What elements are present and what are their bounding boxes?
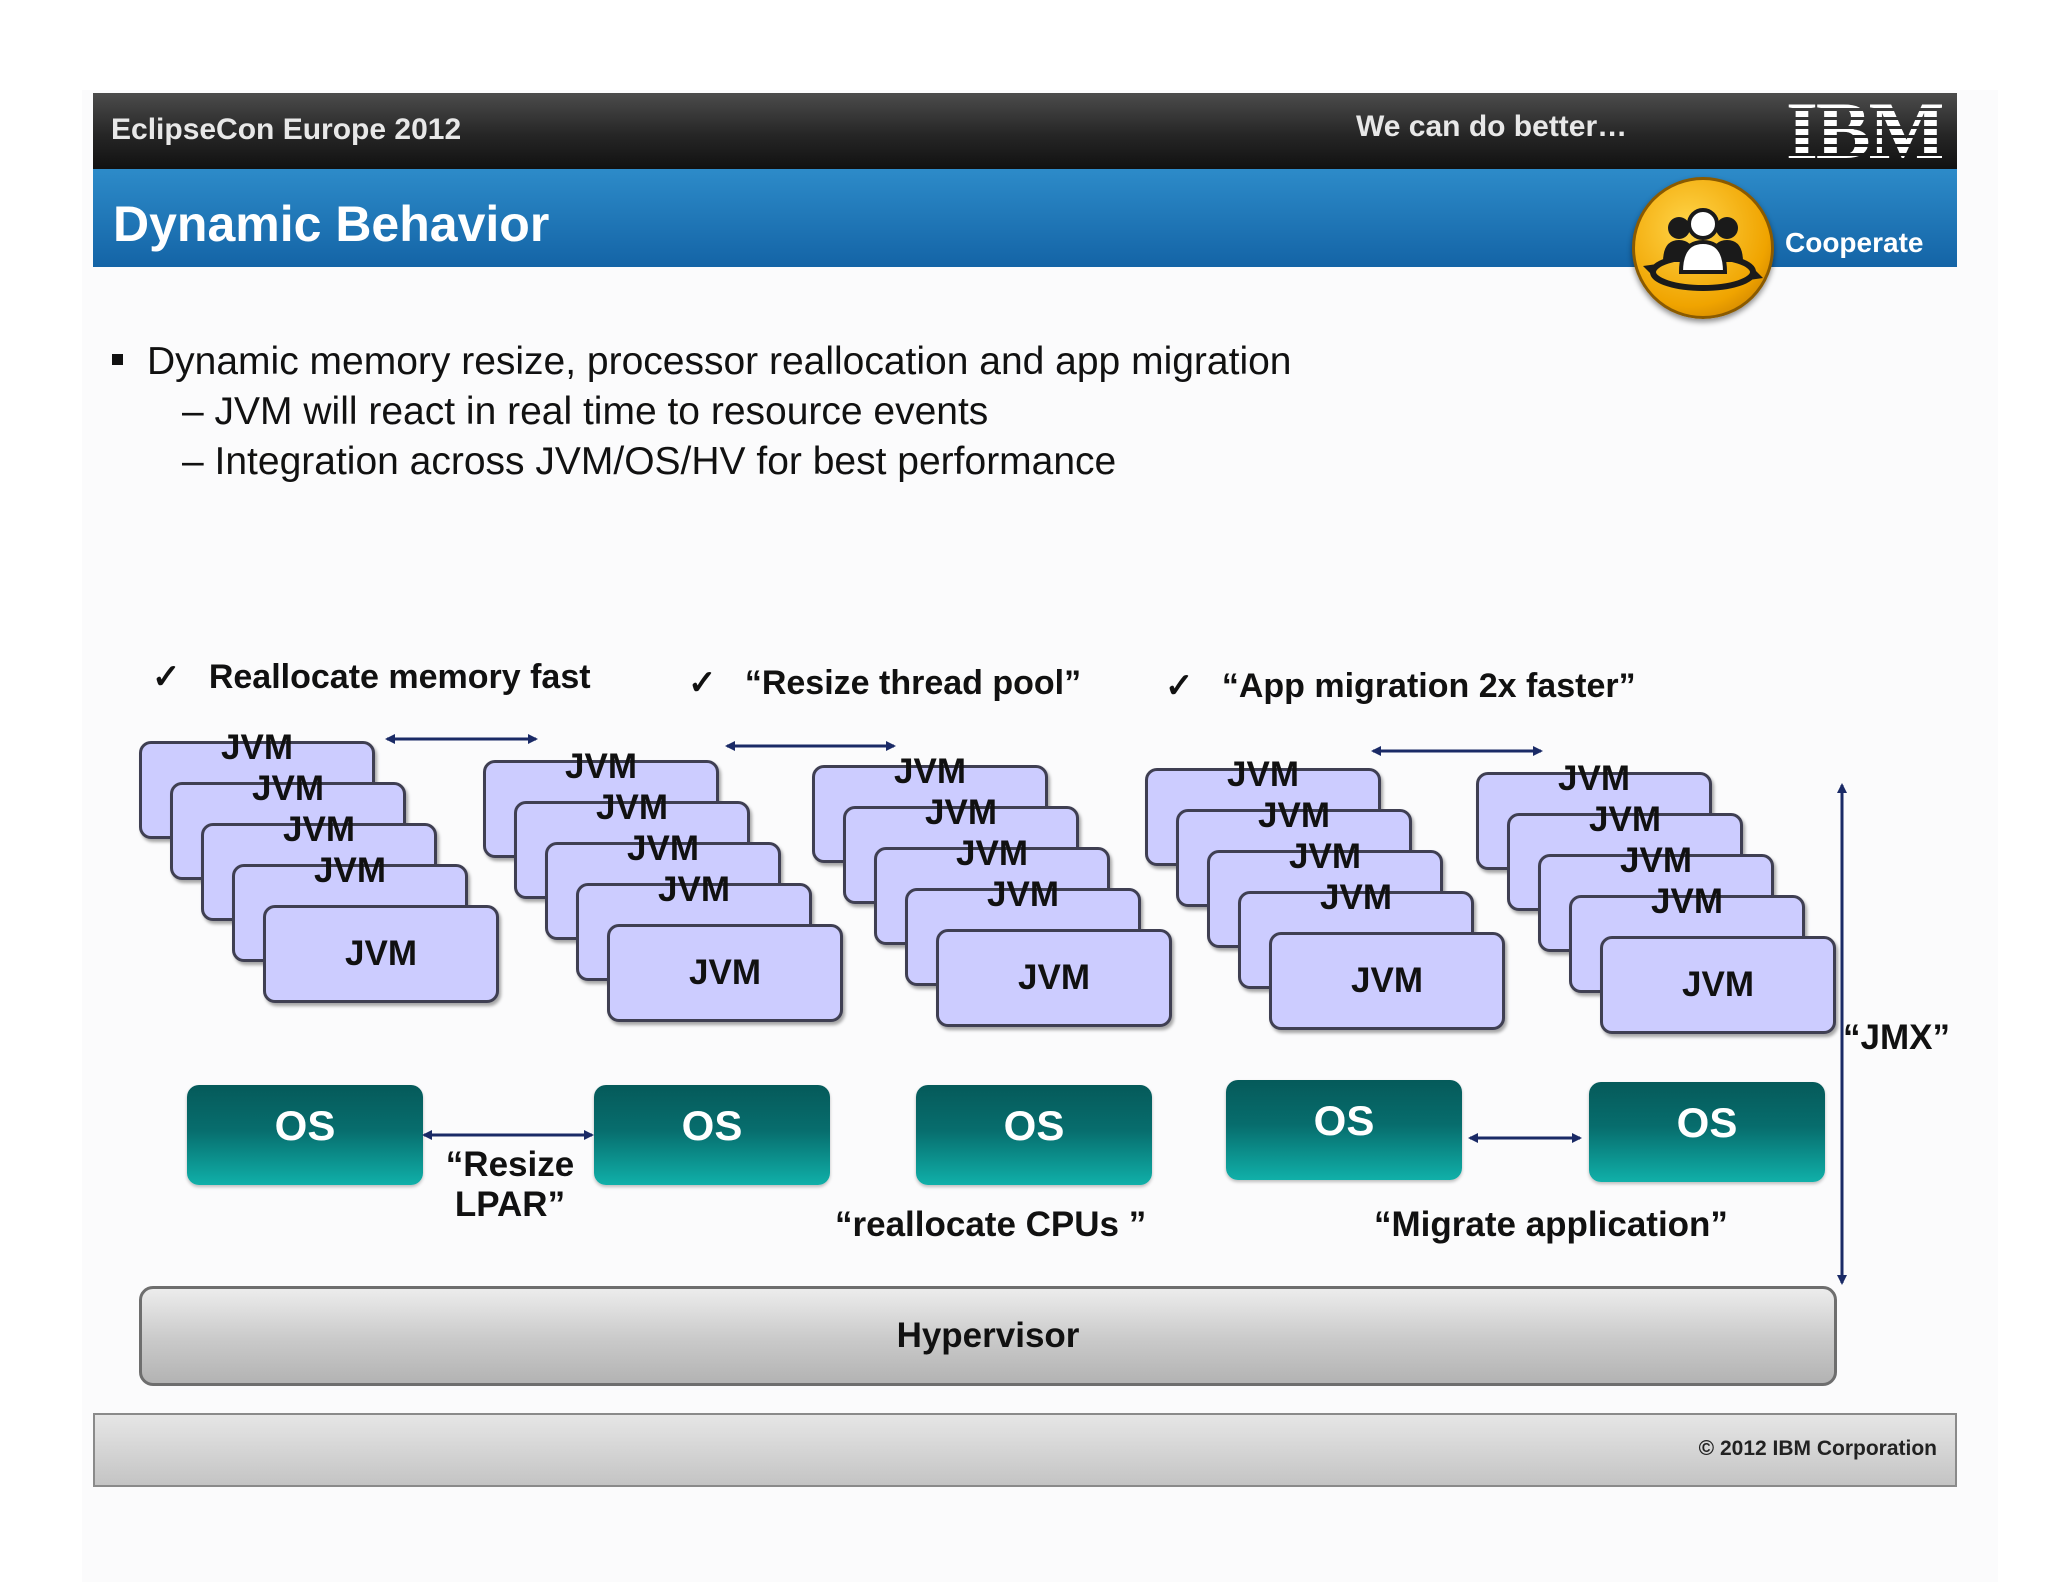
checkmark-icon: ✓ [688, 664, 717, 702]
people-group-icon [1632, 177, 1774, 319]
jmx-label: “JMX” [1843, 1018, 1950, 1057]
check-item-1: ✓ Reallocate memory fast [152, 657, 591, 697]
jvm-box-stack-4-5: JVM [1269, 932, 1505, 1030]
resize-lpar-line-1: “Resize [445, 1145, 575, 1184]
os-box-4: OS [1226, 1080, 1462, 1180]
bullet-sub-2: – Integration across JVM/OS/HV for best … [182, 440, 1117, 483]
bullet-sub-1: – JVM will react in real time to resourc… [182, 390, 989, 433]
resize-lpar-line-2: LPAR” [454, 1185, 566, 1224]
footer-bar: © 2012 IBM Corporation [93, 1413, 1957, 1487]
check-item-2: ✓ “Resize thread pool” [688, 663, 1081, 703]
checkmark-icon: ✓ [152, 658, 181, 696]
os-box-5: OS [1589, 1082, 1825, 1182]
jvm-label: JVM [658, 870, 730, 909]
jvm-box-stack-2-5: JVM [607, 924, 843, 1022]
jvm-label: JVM [987, 875, 1059, 914]
check-item-3-text: “App migration 2x faster” [1221, 667, 1636, 705]
os-box-1: OS [187, 1085, 423, 1185]
bullet-sub-1-text: JVM will react in real time to resource … [214, 390, 989, 433]
jvm-label: JVM [925, 793, 997, 832]
copyright: © 2012 IBM Corporation [1698, 1437, 1937, 1460]
reallocate-cpus-label: “reallocate CPUs ” [835, 1205, 1147, 1244]
header-bar: EclipseCon Europe 2012 We can do better…… [93, 85, 1957, 176]
ibm-logo: IBM [1786, 85, 1946, 176]
jvm-label: JVM [1018, 958, 1090, 997]
resize-lpar-label: “Resize LPAR” [440, 1145, 580, 1225]
jvm-label: JVM [894, 752, 966, 791]
jvm-box-stack-5-5: JVM [1600, 936, 1836, 1034]
check-item-2-text: “Resize thread pool” [744, 664, 1082, 702]
bullet-square-icon [112, 354, 123, 366]
jvm-label: JVM [283, 810, 355, 849]
jvm-label: JVM [252, 769, 324, 808]
jvm-label: JVM [1589, 800, 1661, 839]
slide-title: Dynamic Behavior [113, 196, 550, 252]
os-box-2: OS [594, 1085, 830, 1185]
jvm-label: JVM [1682, 965, 1754, 1004]
jvm-label: JVM [1227, 755, 1299, 794]
section-label: Cooperate [1785, 227, 1924, 258]
jvm-label: JVM [345, 934, 417, 973]
jvm-label: JVM [1651, 882, 1723, 921]
jvm-label: JVM [1258, 796, 1330, 835]
os-box-3: OS [916, 1085, 1152, 1185]
jvm-label: JVM [1289, 837, 1361, 876]
jvm-label: JVM [596, 788, 668, 827]
conference-name: EclipseCon Europe 2012 [111, 113, 462, 146]
check-item-3: ✓ “App migration 2x faster” [1165, 666, 1636, 706]
jvm-label: JVM [565, 747, 637, 786]
hypervisor-bar: Hypervisor [139, 1286, 1837, 1386]
jvm-label: JVM [314, 851, 386, 890]
checkmark-icon: ✓ [1165, 667, 1194, 705]
jvm-label: JVM [627, 829, 699, 868]
check-item-1-text: Reallocate memory fast [208, 658, 591, 696]
bullet-main: Dynamic memory resize, processor realloc… [112, 340, 1291, 384]
jvm-label: JVM [1320, 878, 1392, 917]
tagline: We can do better… [1356, 110, 1628, 143]
jvm-box-stack-1-5: JVM [263, 905, 499, 1003]
jvm-box-stack-3-5: JVM [936, 929, 1172, 1027]
migrate-application-label: “Migrate application” [1374, 1205, 1728, 1244]
bullet-sub-2-text: Integration across JVM/OS/HV for best pe… [214, 440, 1117, 483]
jvm-label: JVM [221, 728, 293, 767]
jvm-label: JVM [1620, 841, 1692, 880]
jvm-label: JVM [956, 834, 1028, 873]
jvm-label: JVM [1351, 961, 1423, 1000]
jvm-label: JVM [689, 953, 761, 992]
jvm-label: JVM [1558, 759, 1630, 798]
bullet-main-text: Dynamic memory resize, processor realloc… [147, 340, 1292, 383]
